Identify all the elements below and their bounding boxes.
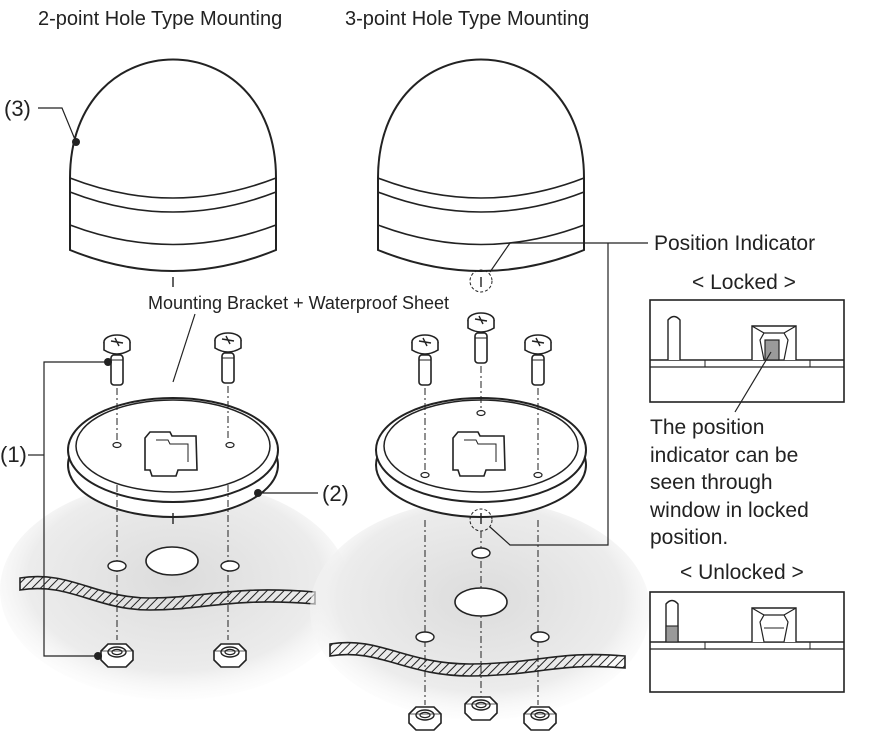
- note-line-4: window in locked: [649, 499, 809, 522]
- unlocked-heading: < Unlocked >: [680, 561, 804, 584]
- right-nut-2: [464, 696, 498, 721]
- left-panel-center-hole: [145, 546, 199, 576]
- bracket-label: Mounting Bracket + Waterproof Sheet: [148, 293, 449, 313]
- callout-1: (1): [0, 358, 112, 660]
- left-nut-1: [100, 643, 134, 668]
- right-assembly: [310, 58, 650, 731]
- unlocked-detail-panel: [649, 591, 845, 693]
- right-panel-hole-left: [415, 631, 435, 643]
- left-screw-2: [214, 332, 242, 384]
- left-floor-shadow: [0, 480, 350, 700]
- locked-indicator-window: [764, 339, 780, 361]
- left-assembly: [0, 58, 350, 700]
- locked-heading: < Locked >: [692, 271, 796, 294]
- right-nut-3: [523, 706, 557, 731]
- lamp-indicator-highlight: [469, 269, 493, 293]
- position-indicator-callout: Position Indicator: [489, 232, 815, 546]
- right-nut-1: [408, 706, 442, 731]
- note-line-1: The position: [650, 416, 764, 439]
- unlocked-indicator: [665, 625, 679, 643]
- right-panel-hole-right: [530, 631, 550, 643]
- left-panel-hole-2: [220, 560, 240, 572]
- note-line-3: seen through: [650, 471, 773, 494]
- bracket-callout: Mounting Bracket + Waterproof Sheet: [148, 293, 449, 383]
- callout-2: (2): [254, 481, 349, 506]
- left-mounting-bracket: [67, 397, 279, 524]
- right-panel-hole-top: [471, 547, 491, 559]
- locked-detail-panel: [649, 299, 845, 413]
- right-screw-1: [411, 334, 439, 386]
- callout-3: (3): [4, 96, 80, 146]
- right-screw-3: [524, 334, 552, 386]
- right-panel-center-hole: [454, 587, 508, 617]
- callout-1-label: (1): [0, 442, 27, 467]
- position-indicator-label: Position Indicator: [654, 232, 815, 255]
- right-screw-2: [467, 312, 495, 364]
- title-2-point: 2-point Hole Type Mounting: [38, 8, 282, 30]
- locked-note: The position indicator can be seen throu…: [649, 416, 809, 549]
- note-line-5: position.: [650, 526, 728, 549]
- left-signal-lamp: [69, 58, 277, 287]
- left-panel-hole-1: [107, 560, 127, 572]
- callout-3-label: (3): [4, 96, 31, 121]
- right-signal-lamp: [377, 58, 585, 293]
- right-mounting-bracket: [375, 397, 587, 532]
- left-nut-2: [213, 643, 247, 668]
- title-3-point: 3-point Hole Type Mounting: [345, 8, 589, 30]
- callout-2-label: (2): [322, 481, 349, 506]
- right-panel-section: [329, 641, 626, 677]
- note-line-2: indicator can be: [650, 444, 798, 467]
